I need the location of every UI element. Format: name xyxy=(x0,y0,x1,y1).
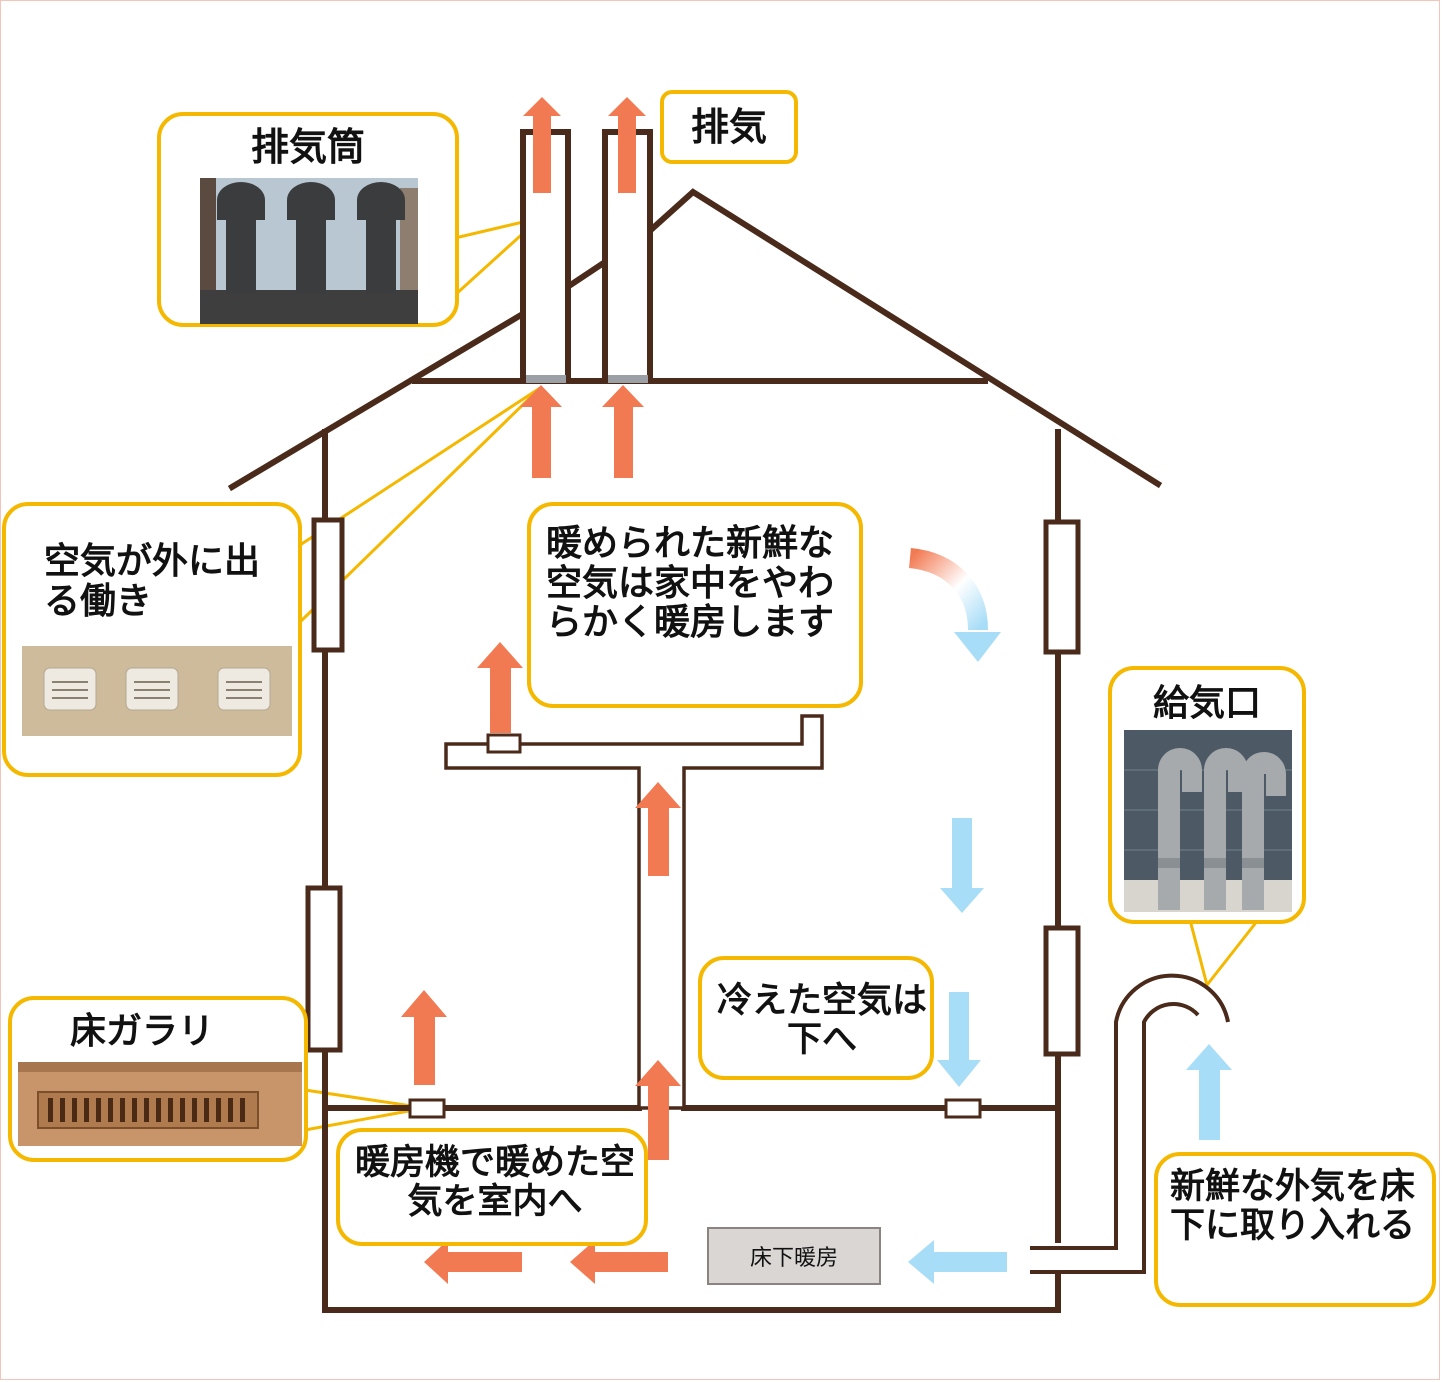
warm-arrow xyxy=(401,990,447,1085)
callout-pointers xyxy=(298,216,1260,1132)
window-right-lower xyxy=(1043,925,1081,1057)
callout-outflow: 空気が外に出る働き xyxy=(2,502,302,777)
damper-left xyxy=(526,375,566,383)
curved-arrow xyxy=(908,548,1001,662)
warm-arrow xyxy=(477,642,523,733)
callout-warm-air: 暖められた新鮮な空気は家中をやわらかく暖房します xyxy=(527,502,863,708)
supply-port-label: 給気口 xyxy=(1152,683,1261,724)
heater-label: 暖房機で暖めた空気を室内へ xyxy=(354,1143,635,1223)
callout-heater: 暖房機で暖めた空気を室内へ xyxy=(336,1128,648,1246)
callout-floor-grille: 床ガラリ xyxy=(8,996,308,1162)
roof-upper xyxy=(567,259,607,289)
house-structure xyxy=(227,129,1163,1313)
warm-arrow xyxy=(608,97,646,193)
cool-arrow xyxy=(1186,1044,1232,1140)
t-duct xyxy=(444,714,824,1110)
intake-pipe xyxy=(1030,973,1230,1274)
exhaust-pipe-photo xyxy=(200,178,418,324)
floor-grille-label: 床ガラリ xyxy=(70,1011,215,1052)
cool-arrow xyxy=(937,992,981,1087)
warm-arrows xyxy=(401,97,681,1284)
underfloor-heating-label: 床下暖房 xyxy=(707,1227,881,1285)
warm-arrow xyxy=(523,97,561,193)
callout-exhaust-pipe: 排気筒 xyxy=(157,112,459,327)
inner-duct xyxy=(444,714,824,1110)
cold-air-label: 冷えた空気は下へ xyxy=(716,981,927,1061)
warm-air-label: 暖められた新鮮な空気は家中をやわらかく暖房します xyxy=(546,523,835,644)
roof-right xyxy=(648,188,1163,489)
warm-arrow xyxy=(635,1060,681,1160)
pointer-supply xyxy=(1188,919,1260,989)
cool-arrows xyxy=(908,818,1232,1284)
window-left-upper xyxy=(311,517,345,653)
warm-arrow xyxy=(570,1240,668,1284)
cool-arrow xyxy=(908,1240,1007,1284)
callout-exhaust: 排気 xyxy=(660,90,798,164)
outflow-label: 空気が外に出る働き xyxy=(44,541,261,623)
wall-vent-photo xyxy=(22,646,292,736)
vent-upper xyxy=(486,733,522,754)
vent-floor-left xyxy=(408,1098,446,1119)
vent-floor-right xyxy=(944,1098,982,1119)
chimney-dampers xyxy=(526,375,648,383)
cool-arrow xyxy=(940,818,984,913)
exhaust-pipe-label: 排気筒 xyxy=(250,125,365,169)
fresh-air-label: 新鮮な外気を床下に取り入れる xyxy=(1170,1167,1416,1246)
supply-port-photo xyxy=(1124,730,1292,912)
callout-fresh-air: 新鮮な外気を床下に取り入れる xyxy=(1154,1152,1436,1307)
warm-arrow xyxy=(424,1240,522,1284)
callout-cold-air: 冷えた空気は下へ xyxy=(698,956,934,1080)
vents xyxy=(408,733,982,1119)
roof-left xyxy=(227,310,526,492)
warm-arrow xyxy=(635,782,681,876)
windows xyxy=(305,517,1081,1057)
exhaust-label: 排気 xyxy=(690,104,767,149)
callout-supply-port: 給気口 xyxy=(1108,666,1306,924)
floor-grille-photo xyxy=(18,1062,302,1146)
window-left-lower xyxy=(305,885,343,1053)
window-right-upper xyxy=(1043,519,1081,655)
warm-arrow xyxy=(602,385,644,478)
damper-right xyxy=(608,375,648,383)
warm-arrow xyxy=(520,385,562,478)
